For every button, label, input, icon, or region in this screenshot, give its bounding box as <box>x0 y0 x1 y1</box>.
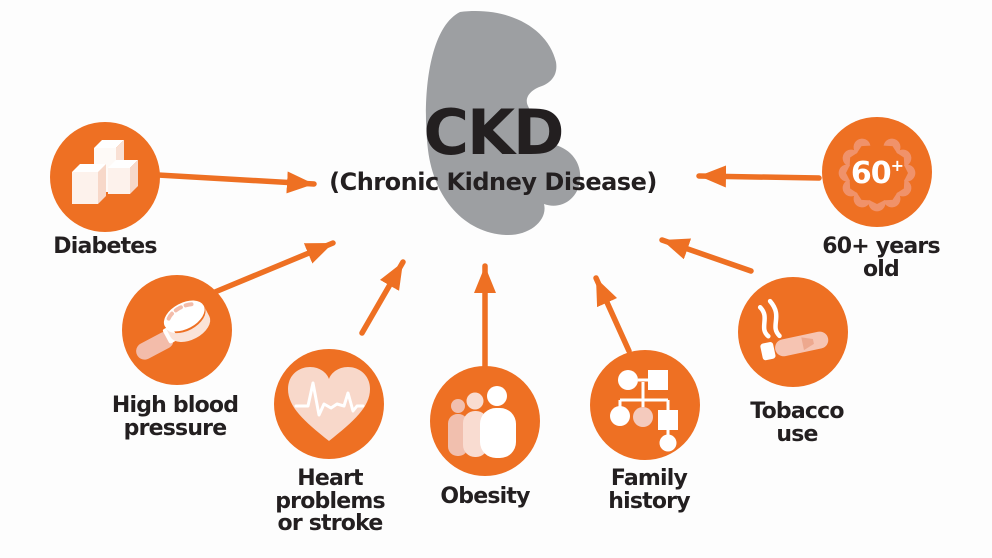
laurel-wreath-icon: 60+ <box>822 117 932 227</box>
risk-factor-heart-problems <box>274 349 384 459</box>
sixty-plus-badge: 60+ <box>851 156 903 191</box>
risk-factor-high-blood-pressure <box>122 275 232 385</box>
family-history-label: Family history <box>608 466 690 514</box>
arrow-family-history <box>593 275 632 354</box>
blood-pressure-gauge-icon <box>122 275 232 385</box>
risk-factor-obesity <box>430 366 540 476</box>
family-tree-icon <box>590 350 700 460</box>
arrow-60-plus <box>696 165 822 188</box>
high-blood-pressure-label: High blood pressure <box>111 393 239 441</box>
60-plus-label: 60+ years old <box>822 234 940 282</box>
diabetes-label: Diabetes <box>53 234 157 259</box>
risk-factor-tobacco-use <box>738 277 848 387</box>
tobacco-use-label: Tobacco use <box>750 399 844 447</box>
ckd-title: CKD <box>423 96 564 169</box>
risk-factor-60-plus: 60+ <box>822 117 932 227</box>
risk-factor-family-history <box>590 350 700 460</box>
person-silhouettes-icon <box>430 366 540 476</box>
arrow-tobacco-use <box>659 237 754 274</box>
arrow-diabetes <box>155 171 317 194</box>
sugar-cubes-icon <box>50 122 160 232</box>
center-title-block: CKD (Chronic Kidney Disease) <box>293 96 693 197</box>
ckd-subtitle: (Chronic Kidney Disease) <box>329 168 657 196</box>
arrow-heart-problems <box>359 259 406 336</box>
cigarette-smoke-icon <box>738 277 848 387</box>
arrow-high-blood-pressure <box>212 240 336 295</box>
heart-problems-label: Heart problems or stroke <box>275 466 385 536</box>
obesity-label: Obesity <box>440 484 530 509</box>
kidney-shape <box>425 11 581 236</box>
risk-factor-diabetes <box>50 122 160 232</box>
heart-ekg-icon <box>274 349 384 459</box>
